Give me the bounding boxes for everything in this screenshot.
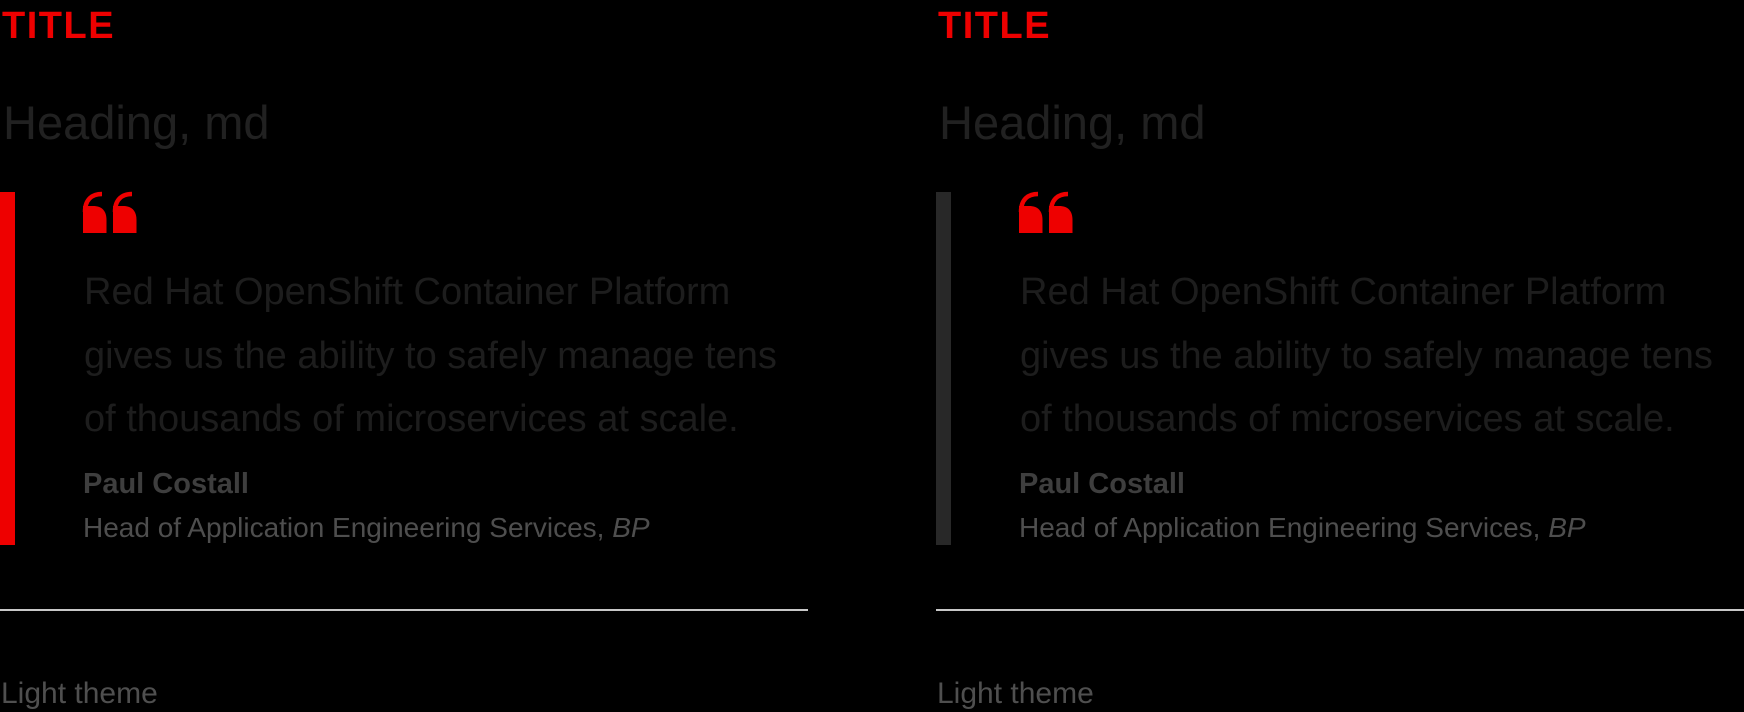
attribution-org: BP [1548,512,1586,543]
attribution-name: Paul Costall [1019,468,1185,500]
theme-label: Light theme [937,677,1094,710]
quote-text: Red Hat OpenShift Container Platform giv… [84,261,808,452]
attribution-name: Paul Costall [83,468,249,500]
attribution-role-text: Head of Application Engineering Services… [1019,512,1549,543]
quote-text: Red Hat OpenShift Container Platform giv… [1020,261,1744,452]
quote-accent-bar [936,192,951,545]
quote-component-panel-2: TITLE Heading, md Red Hat OpenShift Cont… [936,0,1744,712]
quote-component-panel-1: TITLE Heading, md Red Hat OpenShift Cont… [0,0,808,712]
attribution-role: Head of Application Engineering Services… [83,514,650,542]
quote-marks-icon [1018,191,1073,233]
quote-line-1: Red Hat OpenShift Container Platform [84,271,731,313]
quote-marks-icon [82,191,137,233]
quote-line-3: of thousands of microservices at scale. [1020,398,1675,440]
quote-accent-bar [0,192,15,545]
attribution-role-text: Head of Application Engineering Services… [83,512,613,543]
kicker-title: TITLE [2,5,116,47]
attribution-org: BP [612,512,650,543]
heading-md: Heading, md [939,96,1206,149]
divider-line [0,609,808,611]
divider-line [936,609,1744,611]
heading-md: Heading, md [3,96,270,149]
quote-line-2: gives us the ability to safely manage te… [1020,334,1713,377]
quote-line-3: of thousands of microservices at scale. [84,398,739,440]
kicker-title: TITLE [938,5,1052,47]
attribution-role: Head of Application Engineering Services… [1019,514,1586,542]
theme-label: Light theme [1,677,158,710]
quote-line-2: gives us the ability to safely manage te… [84,334,777,377]
quote-line-1: Red Hat OpenShift Container Platform [1020,271,1667,313]
